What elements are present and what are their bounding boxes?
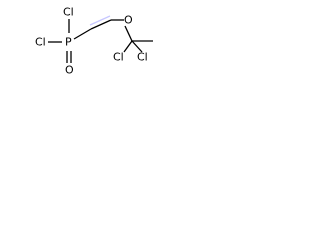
bond-c-cl-1 [123,40,133,53]
bond-c-cl-2 [131,40,143,53]
bond-vinyl-double-a [90,19,112,30]
atom-p: P [65,36,72,49]
atom-cl-c-2: Cl [137,51,148,64]
atom-labels: Cl Cl P O O Cl Cl [35,6,148,77]
atom-cl-c-1: Cl [113,51,124,64]
atom-cl-p-top: Cl [63,6,74,19]
molecule-structure: Cl Cl P O O Cl Cl [35,6,153,77]
atom-o-phosphoryl: O [65,64,74,77]
bond-p-c-vinyl [73,28,92,40]
bond-o-c-quat [124,25,133,42]
bond-vinyl-double-b [89,15,111,26]
atom-cl-p-left: Cl [35,36,46,49]
atom-o-ether: O [124,14,133,27]
bonds [48,15,153,63]
